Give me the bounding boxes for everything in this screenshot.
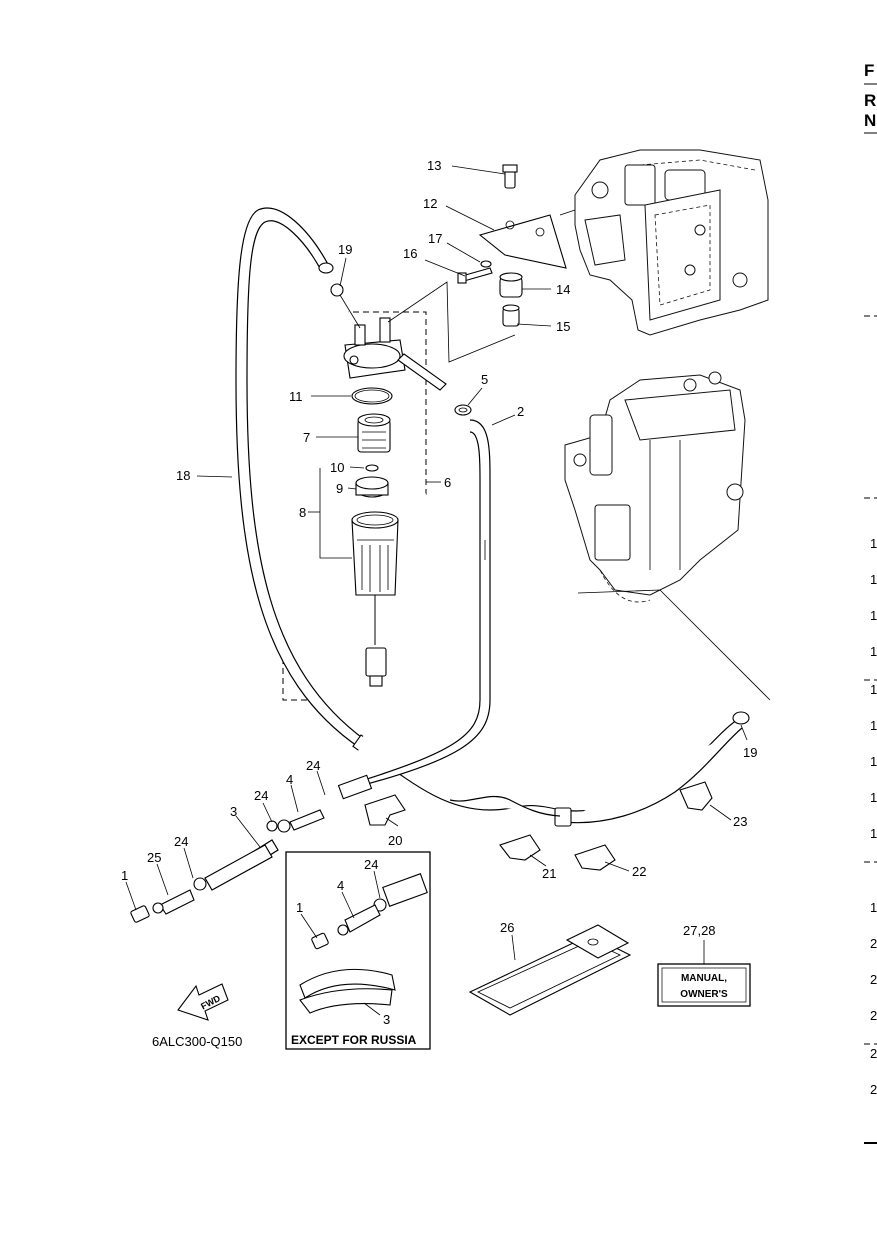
callout-27-28: 27,28 xyxy=(683,923,716,938)
vapor-separator-assembly xyxy=(564,371,746,603)
filter-element-7 xyxy=(357,413,391,453)
callout-4-b: 4 xyxy=(337,878,344,893)
russia-box-label: EXCEPT FOR RUSSIA xyxy=(291,1033,417,1047)
filter-cup-8 xyxy=(351,511,399,687)
callout-21: 21 xyxy=(542,866,556,881)
column-fragment: 2 xyxy=(870,972,877,987)
header-fragment-3: N xyxy=(864,111,876,130)
column-fragment: 1 xyxy=(870,826,877,841)
column-fragment: 2 xyxy=(870,1082,877,1097)
callout-12: 12 xyxy=(423,196,437,211)
callout-20: 20 xyxy=(388,833,402,848)
callout-10: 10 xyxy=(330,460,344,475)
column-fragment: 1 xyxy=(870,900,877,915)
callout-8: 8 xyxy=(299,505,306,520)
fuel-line-lower-left xyxy=(130,774,373,923)
callout-labels: 13 12 17 16 14 15 19 5 2 11 7 10 9 8 6 1… xyxy=(121,158,757,1027)
holder-21 xyxy=(499,834,541,861)
column-fragment: 1 xyxy=(870,608,877,623)
figure-code: 6ALC300-Q150 xyxy=(152,1034,242,1049)
clip-19-lower xyxy=(732,711,750,725)
filter-head xyxy=(343,317,447,391)
callout-7: 7 xyxy=(303,430,310,445)
holder-22 xyxy=(574,844,616,871)
right-column-fragments: 1 1 1 1 1 1 1 1 1 1 2 2 2 2 2 xyxy=(864,315,877,1144)
column-fragment: 1 xyxy=(870,644,877,659)
callout-5: 5 xyxy=(481,372,488,387)
header-fragment-2: R xyxy=(864,91,876,110)
callout-13: 13 xyxy=(427,158,441,173)
clip-5 xyxy=(454,404,472,416)
column-fragment: 2 xyxy=(870,1046,877,1061)
callout-3-a: 3 xyxy=(230,804,237,819)
column-fragment: 1 xyxy=(870,718,877,733)
leader-link xyxy=(387,281,516,363)
o-ring-11 xyxy=(351,387,393,405)
callout-24-d: 24 xyxy=(364,857,378,872)
callout-19-lower: 19 xyxy=(743,745,757,760)
callout-23: 23 xyxy=(733,814,747,829)
callout-9: 9 xyxy=(336,481,343,496)
washer-17 xyxy=(480,260,492,268)
callout-19-upper: 19 xyxy=(338,242,352,257)
callout-25: 25 xyxy=(147,850,161,865)
document-pouch-26 xyxy=(468,924,632,1016)
forward-direction-arrow: FWD xyxy=(177,983,229,1021)
column-fragment: 1 xyxy=(870,754,877,769)
clip-19-upper xyxy=(330,283,361,329)
bolt-16 xyxy=(457,267,493,284)
callout-3-b: 3 xyxy=(383,1012,390,1027)
callout-4-a: 4 xyxy=(286,772,293,787)
owners-manual-27-28: MANUAL, OWNER'S xyxy=(657,963,751,1007)
callout-24-b: 24 xyxy=(254,788,268,803)
manual-label-line2: OWNER'S xyxy=(680,989,728,1000)
callout-17: 17 xyxy=(428,231,442,246)
column-fragment: 1 xyxy=(870,536,877,551)
float-9 xyxy=(355,476,389,498)
callout-26: 26 xyxy=(500,920,514,935)
reference-line xyxy=(577,589,771,701)
header-fragment-1: F xyxy=(864,61,874,80)
leader-lines xyxy=(125,165,748,1016)
collar-15 xyxy=(502,304,520,327)
column-fragment: 1 xyxy=(870,682,877,697)
callout-1-b: 1 xyxy=(296,900,303,915)
holder-20 xyxy=(364,794,406,826)
callout-24-a: 24 xyxy=(306,758,320,773)
callout-22: 22 xyxy=(632,864,646,879)
bracket-12 xyxy=(478,164,567,269)
callout-24-c: 24 xyxy=(174,834,188,849)
holder-23 xyxy=(679,781,713,811)
column-fragment: 1 xyxy=(870,790,877,805)
russia-variant-parts xyxy=(299,873,428,1014)
callout-11: 11 xyxy=(289,389,303,404)
column-fragment: 2 xyxy=(870,936,877,951)
callout-16: 16 xyxy=(403,246,417,261)
manual-label-line1: MANUAL, xyxy=(681,973,727,984)
hose-lower-right xyxy=(449,717,743,827)
callout-6: 6 xyxy=(444,475,451,490)
callout-1-a: 1 xyxy=(121,868,128,883)
engine-block-upper xyxy=(559,149,769,336)
ring-10 xyxy=(365,464,379,472)
hose-2 xyxy=(344,419,491,791)
callout-2: 2 xyxy=(517,404,524,419)
grommet-14 xyxy=(499,272,523,298)
callout-18: 18 xyxy=(176,468,190,483)
column-fragment: 2 xyxy=(870,1008,877,1023)
callout-15: 15 xyxy=(556,319,570,334)
column-fragment: 1 xyxy=(870,572,877,587)
callout-14: 14 xyxy=(556,282,570,297)
